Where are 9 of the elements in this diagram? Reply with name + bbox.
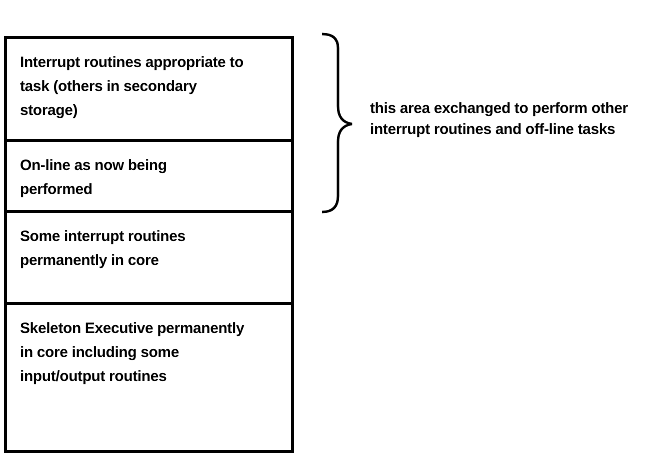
memory-block	[4, 139, 294, 213]
block-text: Skeleton Executive permanently in core including some input/output routines	[20, 319, 246, 387]
memory-block	[4, 36, 294, 142]
annotation-text: this area exchanged to perform other interrupt routines and off-line tasks	[370, 99, 629, 140]
memory-block	[4, 210, 294, 305]
block-text: Some interrupt routines permanently in core	[20, 227, 186, 271]
memory-block	[4, 302, 294, 453]
block-text: Interrupt routines appropriate to task (others in secondary storage)	[20, 53, 244, 121]
block-text: On-line as now being performed	[20, 156, 168, 200]
